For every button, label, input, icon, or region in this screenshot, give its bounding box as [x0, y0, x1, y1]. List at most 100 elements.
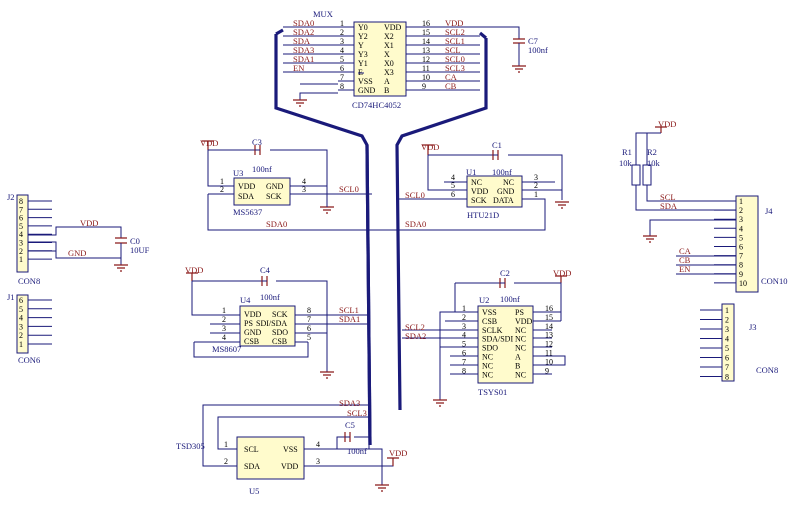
u4-net-scl1: SCL1	[339, 305, 359, 315]
u3-pin-num-3: 3	[302, 185, 306, 194]
u2-pin-l-1: VSS	[482, 308, 497, 317]
u2-pin-r-9: NC	[515, 370, 526, 379]
c5-value: 100nf	[347, 446, 367, 456]
u2-pin-l-2: CSB	[482, 317, 497, 326]
j2-net-gnd: GND	[68, 248, 86, 258]
u3-pin-num-2: 2	[220, 185, 224, 194]
u2-pin-r-15: VDD	[515, 317, 533, 326]
mux-body	[353, 21, 407, 97]
r2-ref: R2	[647, 147, 657, 157]
u3-vdd-label: VDD	[200, 138, 218, 148]
u4-pin-csb-l: CSB	[244, 337, 259, 346]
j4-pin-4: 4	[739, 224, 743, 233]
u2-pin-l-3: SCLK	[482, 326, 503, 335]
j4-pin-6: 6	[739, 243, 743, 252]
u2-ref: U2	[479, 295, 489, 305]
mux-pin-x3: X3	[384, 68, 394, 77]
mux-pin-num-14: 14	[422, 37, 430, 46]
j4-body	[735, 195, 759, 293]
u5-net-scl3: SCL3	[347, 408, 367, 418]
j4-vdd-label: VDD	[658, 119, 676, 129]
c4-ref: C4	[260, 265, 271, 275]
j3-pin-7: 7	[725, 363, 729, 372]
u1-vdd-label: VDD	[421, 142, 439, 152]
u2-pin-num-12: 12	[545, 340, 553, 349]
mux-title: MUX	[313, 9, 333, 19]
u5-vdd-label: VDD	[389, 448, 407, 458]
r2-resistor	[642, 164, 652, 186]
u3-pin-num-4: 4	[302, 177, 306, 186]
u2-pin-num-6: 6	[462, 349, 466, 358]
c3-value: 100nf	[252, 164, 272, 174]
j2-pin-3: 3	[19, 239, 23, 248]
c2-ref: C2	[500, 268, 510, 278]
u5-pin-num-2: 2	[224, 457, 228, 466]
c0-ref: C0	[130, 236, 140, 246]
u2-pin-num-13: 13	[545, 331, 553, 340]
mux-pin-num-12: 12	[422, 55, 430, 64]
u2-pin-num-16: 16	[545, 304, 553, 313]
u1-pin-vdd: VDD	[471, 187, 489, 196]
mux-pin-num-15: 15	[422, 28, 430, 37]
u2-pin-num-9: 9	[545, 366, 549, 375]
u1-pin-sck: SCK	[471, 196, 487, 205]
c0-value: 10UF	[130, 245, 150, 255]
u4-net-sda1: SDA1	[339, 314, 360, 324]
u1-pin-nc-r: NC	[503, 178, 514, 187]
u2-pin-num-11: 11	[545, 349, 553, 358]
mux-pin-num-1: 1	[340, 19, 344, 28]
c3-ref: C3	[252, 137, 262, 147]
mux-pin-y1: Y1	[358, 59, 368, 68]
mux-pin-num-4: 4	[340, 46, 344, 55]
u4-ref: U4	[240, 295, 251, 305]
u3-body	[233, 177, 291, 206]
mux-pin-num-7: 7	[340, 73, 344, 82]
u4-pin-sck: SCK	[272, 310, 288, 319]
u2-pin-num-10: 10	[545, 357, 553, 366]
u2-pin-l-6: NC	[482, 353, 493, 362]
u2-pin-l-5: SDO	[482, 344, 498, 353]
u2-pin-r-10: B	[515, 361, 520, 370]
u3-part: MS5637	[233, 207, 262, 217]
r1-ref: R1	[622, 147, 632, 157]
u2-pin-num-14: 14	[545, 322, 553, 331]
u4-part: MS8607	[212, 344, 241, 354]
j4-net-cb: CB	[679, 255, 691, 265]
j2-pin-8: 8	[19, 197, 23, 206]
u4-pin-num-3: 3	[222, 324, 226, 333]
mux-net-sda3: SDA3	[293, 45, 314, 55]
u4-pin-csb-r: CSB	[272, 337, 287, 346]
mux-pin-num-5: 5	[340, 55, 344, 64]
mux-pin-num-16: 16	[422, 19, 430, 28]
u5-pin-num-4: 4	[316, 440, 320, 449]
j3-pin-4: 4	[725, 335, 729, 344]
j4-pin-3: 3	[739, 215, 743, 224]
u2-vdd-label: VDD	[553, 268, 571, 278]
j4-net-en: EN	[679, 264, 690, 274]
mux-pin-y: Y	[358, 41, 364, 50]
mux-pin-num-8: 8	[340, 82, 344, 91]
u5-pin-num-1: 1	[224, 440, 228, 449]
u2-part: TSYS01	[478, 387, 507, 397]
u2-pin-num-4: 4	[462, 331, 466, 340]
j3-pin-8: 8	[725, 373, 729, 382]
u4-pin-sdo: SDO	[272, 328, 288, 337]
mux-pin-x1: X1	[384, 41, 394, 50]
j3-pin-3: 3	[725, 325, 729, 334]
mux-part: CD74HC4052	[352, 100, 401, 110]
u1-pin-num-4: 4	[451, 173, 455, 182]
j4-pin-8: 8	[739, 261, 743, 270]
c7-value: 100nf	[528, 45, 548, 55]
u5-pin-sda: SDA	[244, 462, 260, 471]
j2-net-vdd: VDD	[80, 218, 98, 228]
u5-pin-num-3: 3	[316, 457, 320, 466]
u4-pin-num-4: 4	[222, 333, 226, 342]
r1-resistor	[631, 164, 641, 186]
mux-net-scl: SCL	[445, 45, 461, 55]
u4-pin-num-1: 1	[222, 306, 226, 315]
c1-ref: C1	[492, 140, 502, 150]
u5-pin-vss: VSS	[283, 445, 298, 454]
mux-pin-num-2: 2	[340, 28, 344, 37]
j1-body	[16, 294, 29, 354]
